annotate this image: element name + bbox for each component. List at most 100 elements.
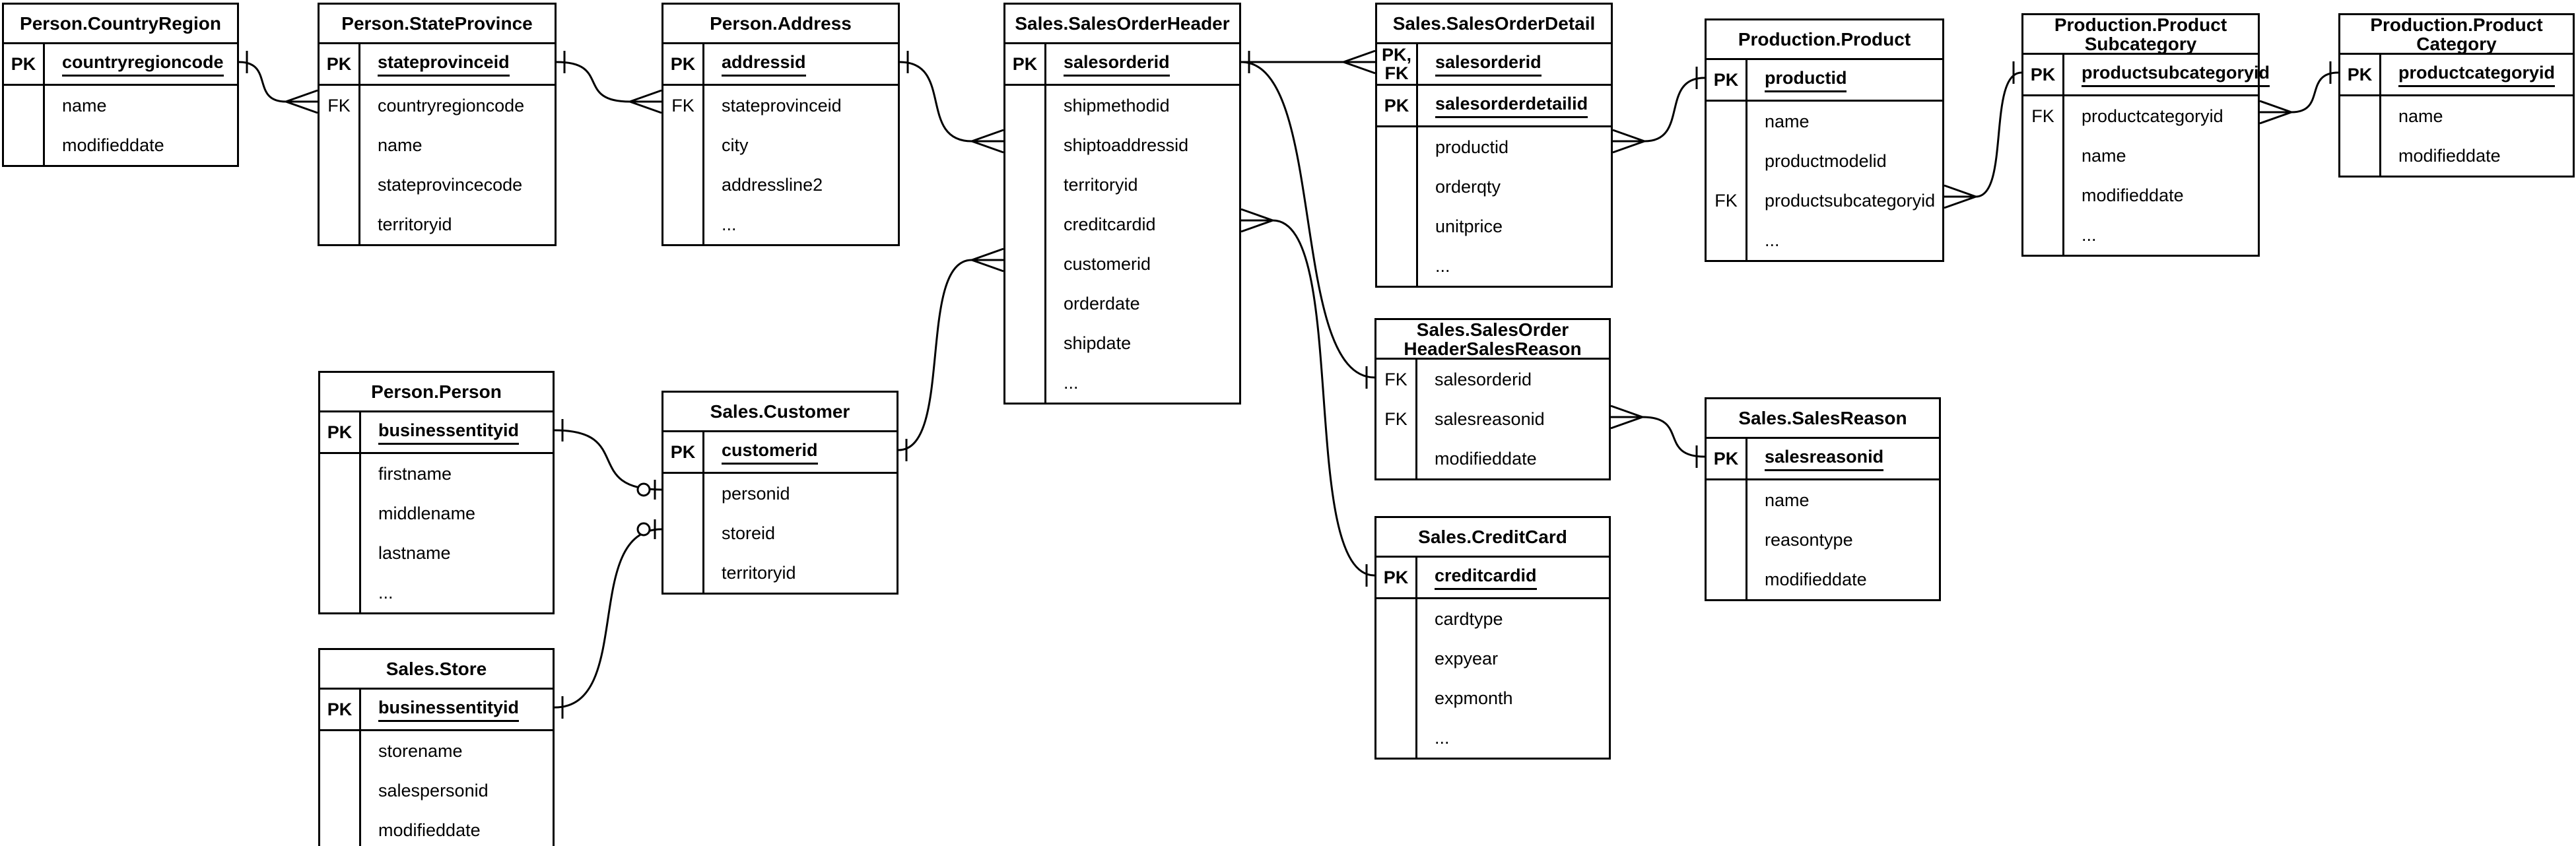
key-label: FK: [663, 86, 704, 125]
key-label: [663, 165, 704, 205]
key-label: [1377, 207, 1418, 246]
field-name: salesorderid: [1435, 52, 1542, 77]
key-label: [320, 165, 360, 205]
field-name: expmonth: [1435, 688, 1513, 708]
field-name: stateprovinceid: [722, 95, 842, 115]
attribute-row: expyear: [1376, 639, 1609, 678]
entity-title: Sales.CreditCard: [1376, 518, 1609, 558]
key-label: [1005, 205, 1046, 244]
field-name: businessentityid: [378, 420, 520, 445]
key-label: PK: [1707, 439, 1747, 478]
field-name: name: [2398, 106, 2443, 126]
attribute-section: name modifieddate: [2340, 96, 2573, 176]
key-label: [663, 474, 704, 513]
field-name: modifieddate: [2398, 145, 2501, 166]
attribute-row: productmodelid: [1707, 141, 1942, 181]
key-label: [1707, 480, 1747, 520]
key-label: [663, 205, 704, 244]
field-name: salesorderid: [1435, 369, 1532, 389]
key-label: [320, 205, 360, 244]
key-label: [1005, 244, 1046, 284]
field-name: productsubcategoryid: [2082, 63, 2270, 87]
key-label: FK: [1707, 181, 1747, 220]
field-name: lastname: [378, 542, 451, 563]
key-label: PK: [4, 44, 45, 84]
field-name: stateprovincecode: [378, 174, 523, 195]
field-name: middlename: [378, 503, 476, 523]
key-label: PK: [2340, 55, 2381, 94]
key-label: [2023, 215, 2064, 255]
attribute-row: name: [320, 125, 555, 165]
key-label: [1376, 599, 1417, 639]
entity-title: Production.Product Category: [2340, 15, 2573, 55]
key-label: PK: [1005, 44, 1046, 84]
attribute-row: ...: [2023, 215, 2258, 255]
key-label: [320, 573, 361, 612]
entity-title: Production.Product: [1707, 20, 1942, 60]
attribute-row: modifieddate: [4, 125, 237, 165]
field-name: addressline2: [722, 174, 823, 195]
attribute-row: salespersonid: [320, 771, 553, 810]
key-label: PK: [1376, 558, 1417, 597]
key-label: PK: [1707, 60, 1747, 100]
key-label: [2340, 136, 2381, 176]
attribute-row: reasontype: [1707, 520, 1939, 560]
entity-title: Person.Person: [320, 373, 553, 412]
key-label: [663, 513, 704, 553]
attribute-row: territoryid: [1005, 165, 1239, 205]
field-name: modifieddate: [2082, 185, 2184, 205]
key-label: PK: [663, 432, 704, 472]
attribute-row: FK stateprovinceid: [663, 86, 898, 125]
entity-title: Person.Address: [663, 5, 898, 44]
field-name: modifieddate: [1765, 569, 1867, 589]
entity-title: Person.StateProvince: [320, 5, 555, 44]
attribute-row: name: [1707, 480, 1939, 520]
attribute-row: ...: [1707, 220, 1942, 260]
key-label: [1707, 220, 1747, 260]
field-name: ...: [1435, 255, 1450, 276]
field-name: modifieddate: [62, 135, 164, 155]
attribute-row: ...: [1005, 363, 1239, 403]
key-label: PK: [320, 690, 361, 729]
entity-title: Sales.SalesOrderHeader: [1005, 5, 1239, 44]
attribute-row: modifieddate: [1707, 560, 1939, 599]
key-label: PK, FK: [1377, 44, 1418, 84]
field-name: ...: [1765, 230, 1780, 250]
key-label: [1707, 141, 1747, 181]
attribute-row: modifieddate: [2023, 176, 2258, 215]
field-name: ...: [1064, 372, 1079, 393]
